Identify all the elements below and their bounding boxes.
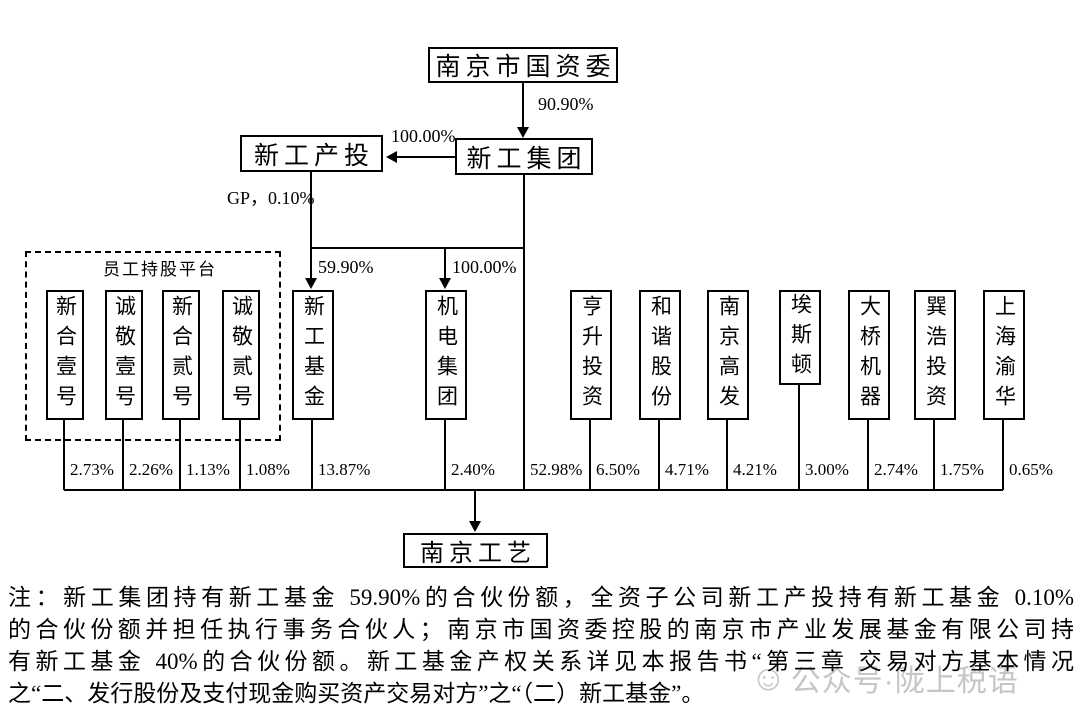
stake-pct: 1.08% xyxy=(246,460,290,479)
stake-pct: 2.26% xyxy=(129,460,173,479)
company-box-top-holder: 南京市国资委 xyxy=(428,47,618,83)
shareholder-name: 亨升投资 xyxy=(579,295,604,415)
shareholder-box: 亨升投资 xyxy=(570,290,612,420)
footnote-line: 的合伙份额并担任执行事务合伙人；南京市国资委控股的南京市产业发展基金有限公司持 xyxy=(8,617,1074,642)
shareholder-box: 上海渝华 xyxy=(983,290,1025,420)
shareholder-name: 南京高发 xyxy=(716,295,741,415)
shareholder-name: 巽浩投资 xyxy=(923,295,948,415)
shareholder-name: 诚敬贰号 xyxy=(229,295,254,415)
stake-pct: 52.98% xyxy=(530,460,583,479)
smiley-face-icon: ☺ xyxy=(750,657,787,698)
employee-platform-group xyxy=(25,251,281,441)
stake-pct: 4.71% xyxy=(665,460,709,479)
company-label: 南京市国资委 xyxy=(435,54,616,81)
shareholder-name: 大桥机器 xyxy=(857,295,882,415)
footnote-line: 有新工基金 40%的合伙份额。新工基金产权关系详见本报告书“第三章 交易对方基本… xyxy=(8,649,1074,674)
edge-label-to-fund: 59.90% xyxy=(318,257,374,277)
shareholder-name: 和谐股份 xyxy=(648,295,673,415)
stake-pct: 1.13% xyxy=(186,460,230,479)
shareholder-name: 新工基金 xyxy=(301,295,326,415)
shareholder-box: 诚敬壹号 xyxy=(105,290,143,420)
company-box-group: 新工集团 xyxy=(455,138,593,175)
stake-pct: 2.40% xyxy=(451,460,495,479)
shareholder-name: 新合贰号 xyxy=(169,295,194,415)
shareholder-box: 南京高发 xyxy=(707,290,749,420)
company-box-target: 南京工艺 xyxy=(403,533,548,568)
company-label: 新工集团 xyxy=(466,145,587,173)
edge-label-group-to-chantou: 100.00% xyxy=(391,126,456,146)
company-label: 新工产投 xyxy=(253,142,374,170)
footnote-line: 之“二、发行股份及支付现金购买资产交易对方”之“（二）新工基金”。 xyxy=(8,681,705,706)
stake-pct: 13.87% xyxy=(318,460,371,479)
shareholder-name: 诚敬壹号 xyxy=(112,295,137,415)
shareholder-name: 上海渝华 xyxy=(992,295,1017,415)
footnote-line: 注：新工集团持有新工基金 59.90%的合伙份额，全资子公司新工产投持有新工基金… xyxy=(8,585,1074,610)
watermark-text: 公众号·陇上税语 xyxy=(790,665,1019,698)
company-box-chantou: 新工产投 xyxy=(240,135,383,172)
stake-pct: 0.65% xyxy=(1009,460,1053,479)
company-label: 南京工艺 xyxy=(420,541,536,567)
stake-pct: 1.75% xyxy=(940,460,984,479)
shareholder-box: 大桥机器 xyxy=(848,290,890,420)
edge-label-chantou-gp: GP，0.10% xyxy=(227,188,315,208)
shareholder-box: 新合贰号 xyxy=(162,290,200,420)
stake-pct: 2.73% xyxy=(70,460,114,479)
shareholder-box: 新工基金 xyxy=(292,290,334,420)
watermark: ☺ 公众号·陇上税语 xyxy=(750,656,1019,700)
stake-pct: 3.00% xyxy=(805,460,849,479)
stake-pct: 2.74% xyxy=(874,460,918,479)
edge-label-to-jidian: 100.00% xyxy=(452,257,517,277)
footnote: 注：新工集团持有新工基金 59.90%的合伙份额，全资子公司新工产投持有新工基金… xyxy=(8,582,1074,710)
shareholder-box: 巽浩投资 xyxy=(914,290,956,420)
shareholder-name: 机电集团 xyxy=(434,295,459,415)
shareholder-box: 埃斯顿 xyxy=(779,290,821,385)
shareholder-name: 新合壹号 xyxy=(53,295,78,415)
stake-pct: 4.21% xyxy=(733,460,777,479)
stake-pct: 6.50% xyxy=(596,460,640,479)
shareholder-box: 新合壹号 xyxy=(46,290,84,420)
shareholder-box: 诚敬贰号 xyxy=(222,290,260,420)
shareholder-name: 埃斯顿 xyxy=(788,292,813,383)
edge-label-top-to-group: 90.90% xyxy=(538,94,594,114)
employee-platform-label: 员工持股平台 xyxy=(99,255,221,280)
shareholder-box: 机电集团 xyxy=(425,290,467,420)
shareholder-box: 和谐股份 xyxy=(639,290,681,420)
